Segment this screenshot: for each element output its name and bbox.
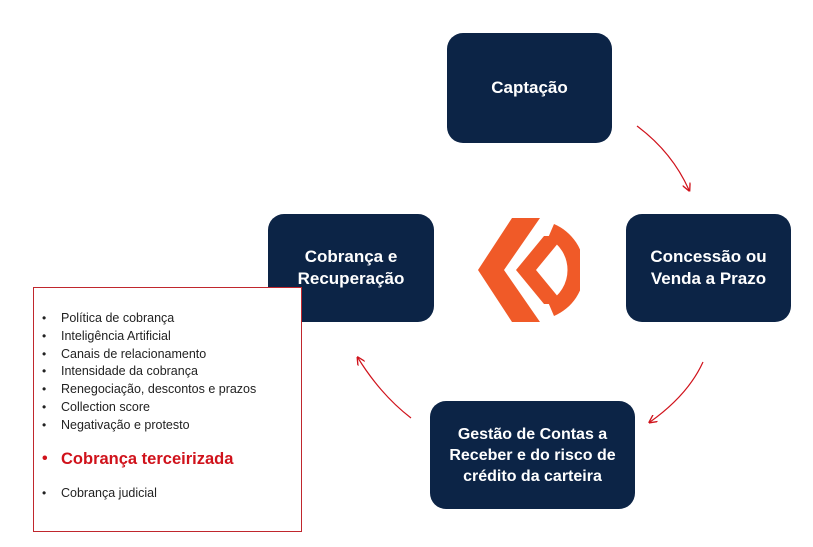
arrow-concessao-to-gestao bbox=[650, 361, 704, 422]
list-item: • Canais de relacionamento bbox=[42, 346, 301, 364]
list-item: • Política de cobrança bbox=[42, 310, 301, 328]
bullet-icon: • bbox=[42, 449, 48, 467]
list-item-text: Inteligência Artificial bbox=[61, 328, 171, 343]
chevron-arrow-logo-icon bbox=[478, 218, 580, 322]
list-item: • Cobrança judicial bbox=[42, 485, 301, 503]
list-item-text: Cobrança judicial bbox=[61, 485, 157, 500]
cycle-node-concessao: Concessão ou Venda a Prazo bbox=[626, 214, 791, 322]
bullet-icon: • bbox=[42, 399, 47, 414]
list-item-text: Negativação e protesto bbox=[61, 417, 190, 432]
list-item-text: Canais de relacionamento bbox=[61, 346, 207, 361]
list-item-text: Renegociação, descontos e prazos bbox=[61, 382, 257, 397]
cobranca-details-list: • Política de cobrança • Inteligência Arti… bbox=[34, 288, 301, 435]
cycle-node-captacao: Captação bbox=[447, 33, 612, 143]
cobranca-details-box: • Política de cobrança • Inteligência Arti… bbox=[33, 287, 302, 532]
cycle-node-label: Captação bbox=[491, 78, 568, 97]
bullet-icon: • bbox=[42, 311, 47, 325]
cycle-node-label: Concessão ou Venda a Prazo bbox=[650, 247, 767, 288]
cycle-node-label: Gestão de Contas a Receber e do risco de… bbox=[449, 425, 616, 485]
bullet-icon: • bbox=[42, 382, 47, 397]
list-item: • Renegociação, descontos e prazos bbox=[42, 381, 301, 399]
cycle-node-label: Cobrança e Recuperação bbox=[297, 247, 405, 288]
bullet-icon: • bbox=[42, 328, 47, 343]
list-item: • Collection score bbox=[42, 399, 301, 417]
list-item-text: Política de cobrança bbox=[61, 311, 175, 325]
cycle-node-gestao: Gestão de Contas a Receber e do risco de… bbox=[430, 401, 635, 509]
list-item-text: Intensidade da cobrança bbox=[61, 364, 198, 379]
bullet-icon: • bbox=[42, 346, 47, 361]
list-item-text: Collection score bbox=[61, 399, 150, 414]
list-item: • Inteligência Artificial bbox=[42, 328, 301, 346]
list-item: • Intensidade da cobrança bbox=[42, 363, 301, 381]
list-item: • Negativação e protesto bbox=[42, 417, 301, 435]
arrow-captacao-to-concessao bbox=[636, 125, 689, 190]
bullet-icon: • bbox=[42, 485, 47, 500]
bullet-icon: • bbox=[42, 364, 47, 379]
arrow-gestao-to-cobranca bbox=[358, 358, 412, 419]
bullet-icon: • bbox=[42, 417, 47, 432]
highlight-item-text: Cobrança terceirizada bbox=[61, 449, 234, 468]
highlight-item: • Cobrança terceirizada bbox=[42, 448, 301, 470]
